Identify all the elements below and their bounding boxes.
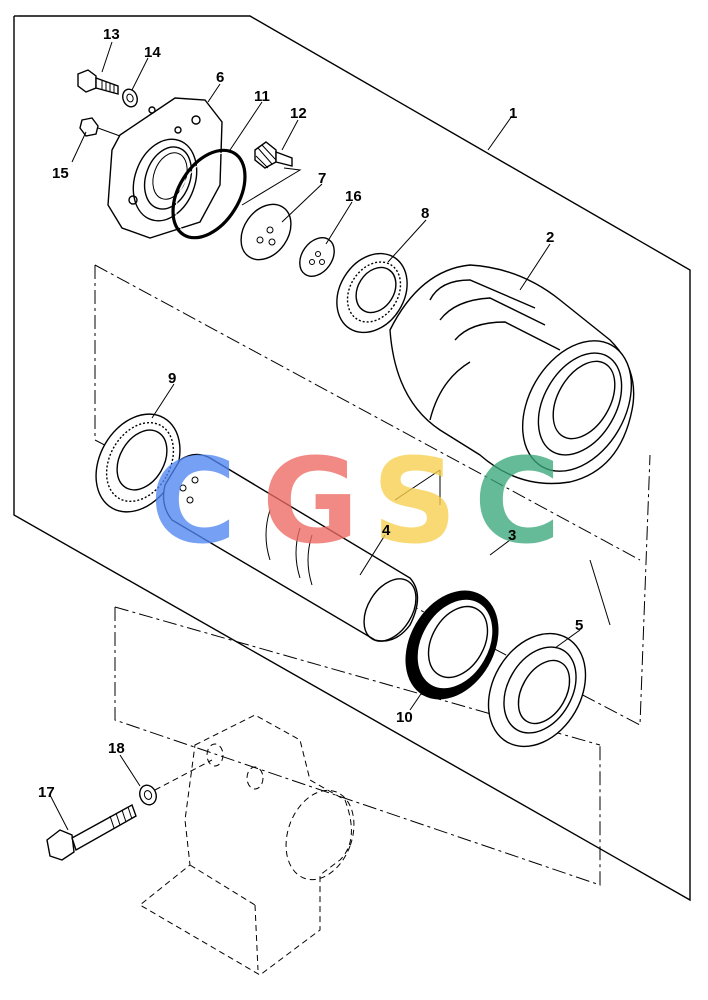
callout-16: 16 [345, 188, 362, 205]
mount-bracket [139, 714, 355, 976]
callout-5: 5 [575, 617, 583, 634]
callout-13: 13 [103, 26, 120, 43]
part-12-screw [254, 141, 293, 169]
callout-11: 11 [254, 88, 270, 105]
callout-7: 7 [318, 170, 326, 187]
callout-6: 6 [216, 69, 224, 86]
callout-10: 10 [396, 709, 413, 726]
part-10-seal [405, 590, 499, 700]
part-9-bearing [95, 413, 181, 513]
callout-15: 15 [52, 165, 69, 182]
part-6-collar [107, 97, 223, 239]
part-15-plug [79, 117, 121, 137]
part-17-bolt [46, 803, 137, 861]
callout-14: 14 [144, 44, 161, 61]
watermark-letter-1: C [150, 432, 237, 570]
callout-18: 18 [108, 740, 125, 757]
watermark-letter-4: C [474, 432, 561, 570]
part-7-plate [240, 203, 292, 261]
callout-17: 17 [38, 784, 55, 801]
callout-1: 1 [509, 105, 517, 122]
part-14-washer [122, 88, 138, 108]
watermark-letter-3: S [372, 432, 457, 570]
assembly-boundary [13, 15, 691, 902]
callout-9: 9 [168, 370, 176, 387]
part-16-shim [299, 237, 335, 277]
watermark: C G S C [150, 432, 561, 570]
part-13-bolt [77, 69, 119, 95]
callout-labels: 13 14 6 11 12 1 15 7 16 8 2 9 4 3 5 10 1… [38, 26, 583, 801]
part-2-roller-shell [389, 264, 635, 485]
callout-2: 2 [546, 229, 554, 246]
watermark-letter-2: G [262, 432, 359, 570]
part-5-collar [487, 632, 587, 748]
callout-4: 4 [382, 522, 391, 539]
callout-3: 3 [508, 527, 516, 544]
part-4-shaft [162, 453, 419, 642]
part-8-bearing [336, 252, 408, 334]
leader-lines [49, 41, 581, 831]
part-11-o-ring [171, 148, 247, 240]
callout-12: 12 [290, 105, 307, 122]
callout-8: 8 [421, 205, 429, 222]
part-18-washer [139, 759, 213, 806]
